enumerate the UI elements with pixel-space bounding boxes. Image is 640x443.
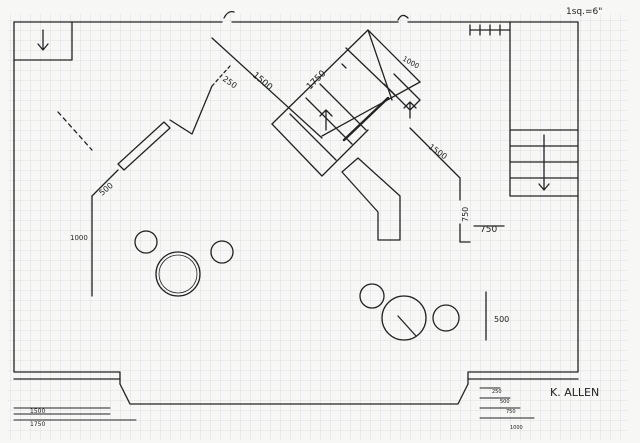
wall-diagonal-lower bbox=[91, 169, 119, 197]
stool-small bbox=[359, 283, 385, 309]
dim-1500-bottom: 1500 bbox=[30, 408, 45, 415]
arrow-up-icon bbox=[403, 101, 417, 119]
stool-small bbox=[134, 230, 158, 254]
arrow-up-icon bbox=[319, 109, 333, 131]
dashed-line-left bbox=[57, 111, 93, 151]
window-diagonal bbox=[117, 121, 171, 171]
round-table-right bbox=[381, 295, 427, 341]
bay-window bbox=[119, 383, 469, 405]
stair-center-side bbox=[383, 73, 421, 111]
door-swing-top-right bbox=[397, 14, 409, 21]
stool-small bbox=[432, 304, 460, 332]
arrow-down-icon bbox=[37, 29, 49, 51]
wall-diagonal-right bbox=[409, 127, 461, 201]
dim-1000-left: 1000 bbox=[70, 234, 88, 242]
wall-diagonal-upper bbox=[211, 37, 323, 139]
graph-grid bbox=[8, 14, 628, 440]
dim-250-bottom: 250 bbox=[492, 389, 502, 395]
chimney-wall bbox=[169, 85, 213, 135]
dim-1000-bottom: 1000 bbox=[510, 425, 523, 431]
stair-right-top-treads bbox=[469, 24, 511, 36]
arrow-down-icon bbox=[538, 134, 550, 191]
table-leg-mark bbox=[397, 315, 417, 337]
dim-750-vertical: 750 bbox=[461, 207, 470, 222]
dimension-bars-right bbox=[479, 387, 535, 419]
dim-500-bottom: 500 bbox=[500, 399, 510, 405]
chimney-dashed bbox=[211, 65, 231, 87]
kitchen-island bbox=[341, 157, 401, 241]
stool-small bbox=[210, 240, 234, 264]
stair-center-rail bbox=[342, 96, 390, 142]
dim-1750-bottom: 1750 bbox=[30, 421, 45, 428]
stair-center-lower bbox=[271, 123, 369, 177]
stair-center-treads bbox=[289, 83, 367, 161]
round-table-left-inner bbox=[158, 254, 198, 294]
author-signature: K. ALLEN bbox=[550, 386, 599, 399]
dim-750-horizontal: 750 bbox=[480, 225, 497, 235]
wall-top-right bbox=[407, 21, 579, 385]
wall-return-right bbox=[459, 223, 471, 243]
stair-right-wall bbox=[509, 21, 579, 197]
round-table-left bbox=[155, 251, 201, 297]
tick-mark bbox=[341, 63, 347, 69]
door-swing-top-left bbox=[223, 10, 235, 19]
dimension-bars-left bbox=[13, 407, 137, 421]
wall-left bbox=[13, 21, 121, 385]
dim-500-right: 500 bbox=[494, 315, 509, 324]
scale-note: 1sq.=6" bbox=[566, 7, 602, 17]
dim-750-bottom: 750 bbox=[506, 409, 516, 415]
stair-top-left bbox=[13, 21, 73, 61]
